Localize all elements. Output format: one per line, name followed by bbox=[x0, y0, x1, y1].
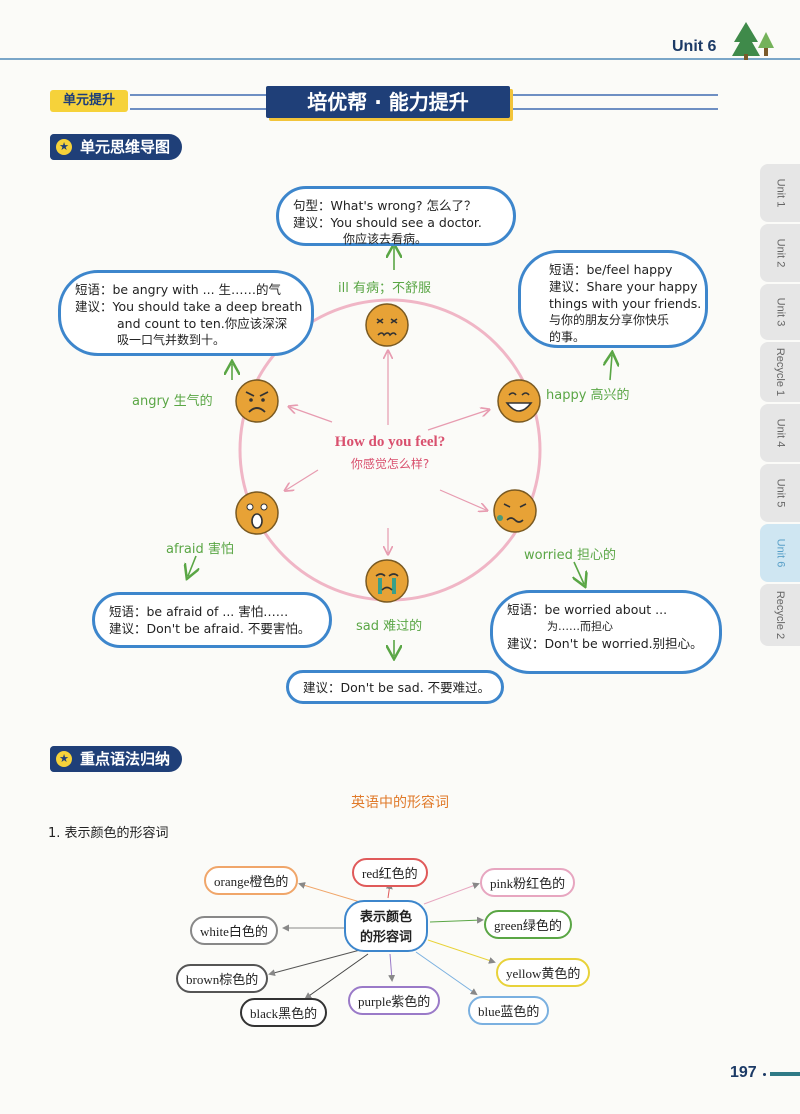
sad-face-icon bbox=[365, 559, 409, 603]
section-mindmap-head: ★ 单元思维导图 bbox=[50, 134, 183, 160]
page-dot bbox=[763, 1073, 766, 1076]
sad-bubble: 建议：Don't be sad. 不要难过。 bbox=[286, 670, 504, 704]
angry-advice-cn: 吸一口气并数到十。 bbox=[117, 333, 226, 347]
happy-advice-cn-2: 的事。 bbox=[549, 330, 586, 344]
worried-phrase: 短语：be worried about ... bbox=[507, 602, 668, 617]
color-pink: pink粉红色的 bbox=[480, 868, 576, 897]
sad-advice: 建议：Don't be sad. 不要难过。 bbox=[303, 680, 491, 695]
unit-up-tag: 单元提升 bbox=[50, 90, 128, 112]
grammar-title: 英语中的形容词 bbox=[351, 795, 449, 811]
color-green: green绿色的 bbox=[484, 910, 572, 939]
afraid-face-icon bbox=[235, 491, 279, 535]
happy-face-icon bbox=[497, 379, 541, 423]
color-brown: brown棕色的 bbox=[176, 964, 269, 993]
worried-face-icon bbox=[493, 489, 537, 533]
worried-advice: 建议：Don't be worried.别担心。 bbox=[507, 636, 703, 651]
color-red: red红色的 bbox=[352, 858, 428, 887]
tab-unit-2[interactable]: Unit 2 bbox=[760, 224, 800, 282]
page-bar bbox=[770, 1072, 800, 1076]
afraid-label: afraid 害怕 bbox=[166, 542, 234, 557]
tab-recycle-2[interactable]: Recycle 2 bbox=[760, 584, 800, 646]
grammar-subtitle: 1. 表示颜色的形容词 bbox=[48, 826, 169, 841]
tree-icon bbox=[732, 22, 774, 60]
center-line-2: 的形容词 bbox=[359, 930, 412, 945]
sad-label: sad 难过的 bbox=[356, 619, 423, 634]
unit-label: Unit 6 bbox=[672, 38, 717, 55]
color-orange: orange橙色的 bbox=[204, 866, 299, 895]
happy-label: happy 高兴的 bbox=[546, 388, 630, 403]
color-map-lines bbox=[268, 882, 496, 1000]
section-mindmap-title: 单元思维导图 bbox=[80, 138, 171, 156]
star-icon: ★ bbox=[56, 139, 72, 155]
angry-face-icon bbox=[235, 379, 279, 423]
color-blue: blue蓝色的 bbox=[468, 996, 550, 1025]
tab-unit-1[interactable]: Unit 1 bbox=[760, 164, 800, 222]
tab-unit-6[interactable]: Unit 6 bbox=[760, 524, 800, 582]
afraid-bubble: 短语：be afraid of ... 害怕…… 建议：Don't be afr… bbox=[92, 592, 332, 648]
section-grammar-title: 重点语法归纳 bbox=[80, 750, 171, 768]
star-icon: ★ bbox=[56, 751, 72, 767]
ill-pattern: 句型：What's wrong? 怎么了？ bbox=[293, 198, 477, 213]
color-white: white白色的 bbox=[190, 916, 278, 945]
color-yellow: yellow黄色的 bbox=[496, 958, 591, 987]
tab-unit-3[interactable]: Unit 3 bbox=[760, 284, 800, 340]
center-line-1: 表示颜色 bbox=[359, 910, 412, 925]
page-banner: 培优帮 · 能力提升 bbox=[266, 86, 510, 118]
decor-lines bbox=[130, 94, 272, 110]
angry-label: angry 生气的 bbox=[132, 394, 213, 409]
decor-lines bbox=[508, 94, 718, 110]
ill-label: ill 有病；不舒服 bbox=[338, 281, 431, 296]
happy-phrase: 短语：be/feel happy bbox=[549, 262, 673, 277]
worried-phrase-cn: 为……而担心 bbox=[547, 620, 613, 633]
center-question: How do you feel? bbox=[334, 434, 446, 450]
angry-advice: 建议：You should take a deep breath bbox=[75, 299, 303, 314]
ill-advice: 建议：You should see a doctor. bbox=[293, 215, 482, 230]
color-purple: purple紫色的 bbox=[348, 986, 441, 1015]
angry-bubble: 短语：be angry with ... 生……的气 建议：You should… bbox=[58, 270, 314, 356]
color-black: black黑色的 bbox=[240, 998, 328, 1027]
happy-bubble: 短语：be/feel happy 建议：Share your happy thi… bbox=[518, 250, 708, 348]
angry-phrase: 短语：be angry with ... 生……的气 bbox=[75, 282, 282, 297]
tab-recycle-1[interactable]: Recycle 1 bbox=[760, 342, 800, 402]
tab-unit-4[interactable]: Unit 4 bbox=[760, 404, 800, 462]
happy-advice-2: things with your friends. bbox=[549, 296, 702, 311]
ill-bubble: 句型：What's wrong? 怎么了？ 建议：You should see … bbox=[276, 186, 516, 246]
center-question-cn: 你感觉怎么样? bbox=[350, 457, 430, 471]
ill-face-icon bbox=[365, 303, 409, 347]
happy-advice: 建议：Share your happy bbox=[549, 279, 698, 294]
afraid-phrase: 短语：be afraid of ... 害怕…… bbox=[109, 604, 289, 619]
angry-advice-2: and count to ten.你应该深深 bbox=[117, 316, 288, 331]
worried-label: worried 担心的 bbox=[524, 548, 617, 563]
worried-bubble: 短语：be worried about ... 为……而担心 建议：Don't … bbox=[490, 590, 722, 674]
afraid-advice: 建议：Don't be afraid. 不要害怕。 bbox=[109, 621, 311, 636]
tab-unit-5[interactable]: Unit 5 bbox=[760, 464, 800, 522]
header-rule bbox=[0, 58, 800, 60]
ill-advice-cn: 你应该去看病。 bbox=[343, 232, 428, 246]
happy-advice-cn: 与你的朋友分享你快乐 bbox=[549, 313, 670, 327]
section-grammar-head: ★ 重点语法归纳 bbox=[50, 746, 183, 772]
page-number: 197 bbox=[730, 1064, 757, 1081]
color-adjectives-center: 表示颜色 的形容词 bbox=[344, 900, 428, 952]
